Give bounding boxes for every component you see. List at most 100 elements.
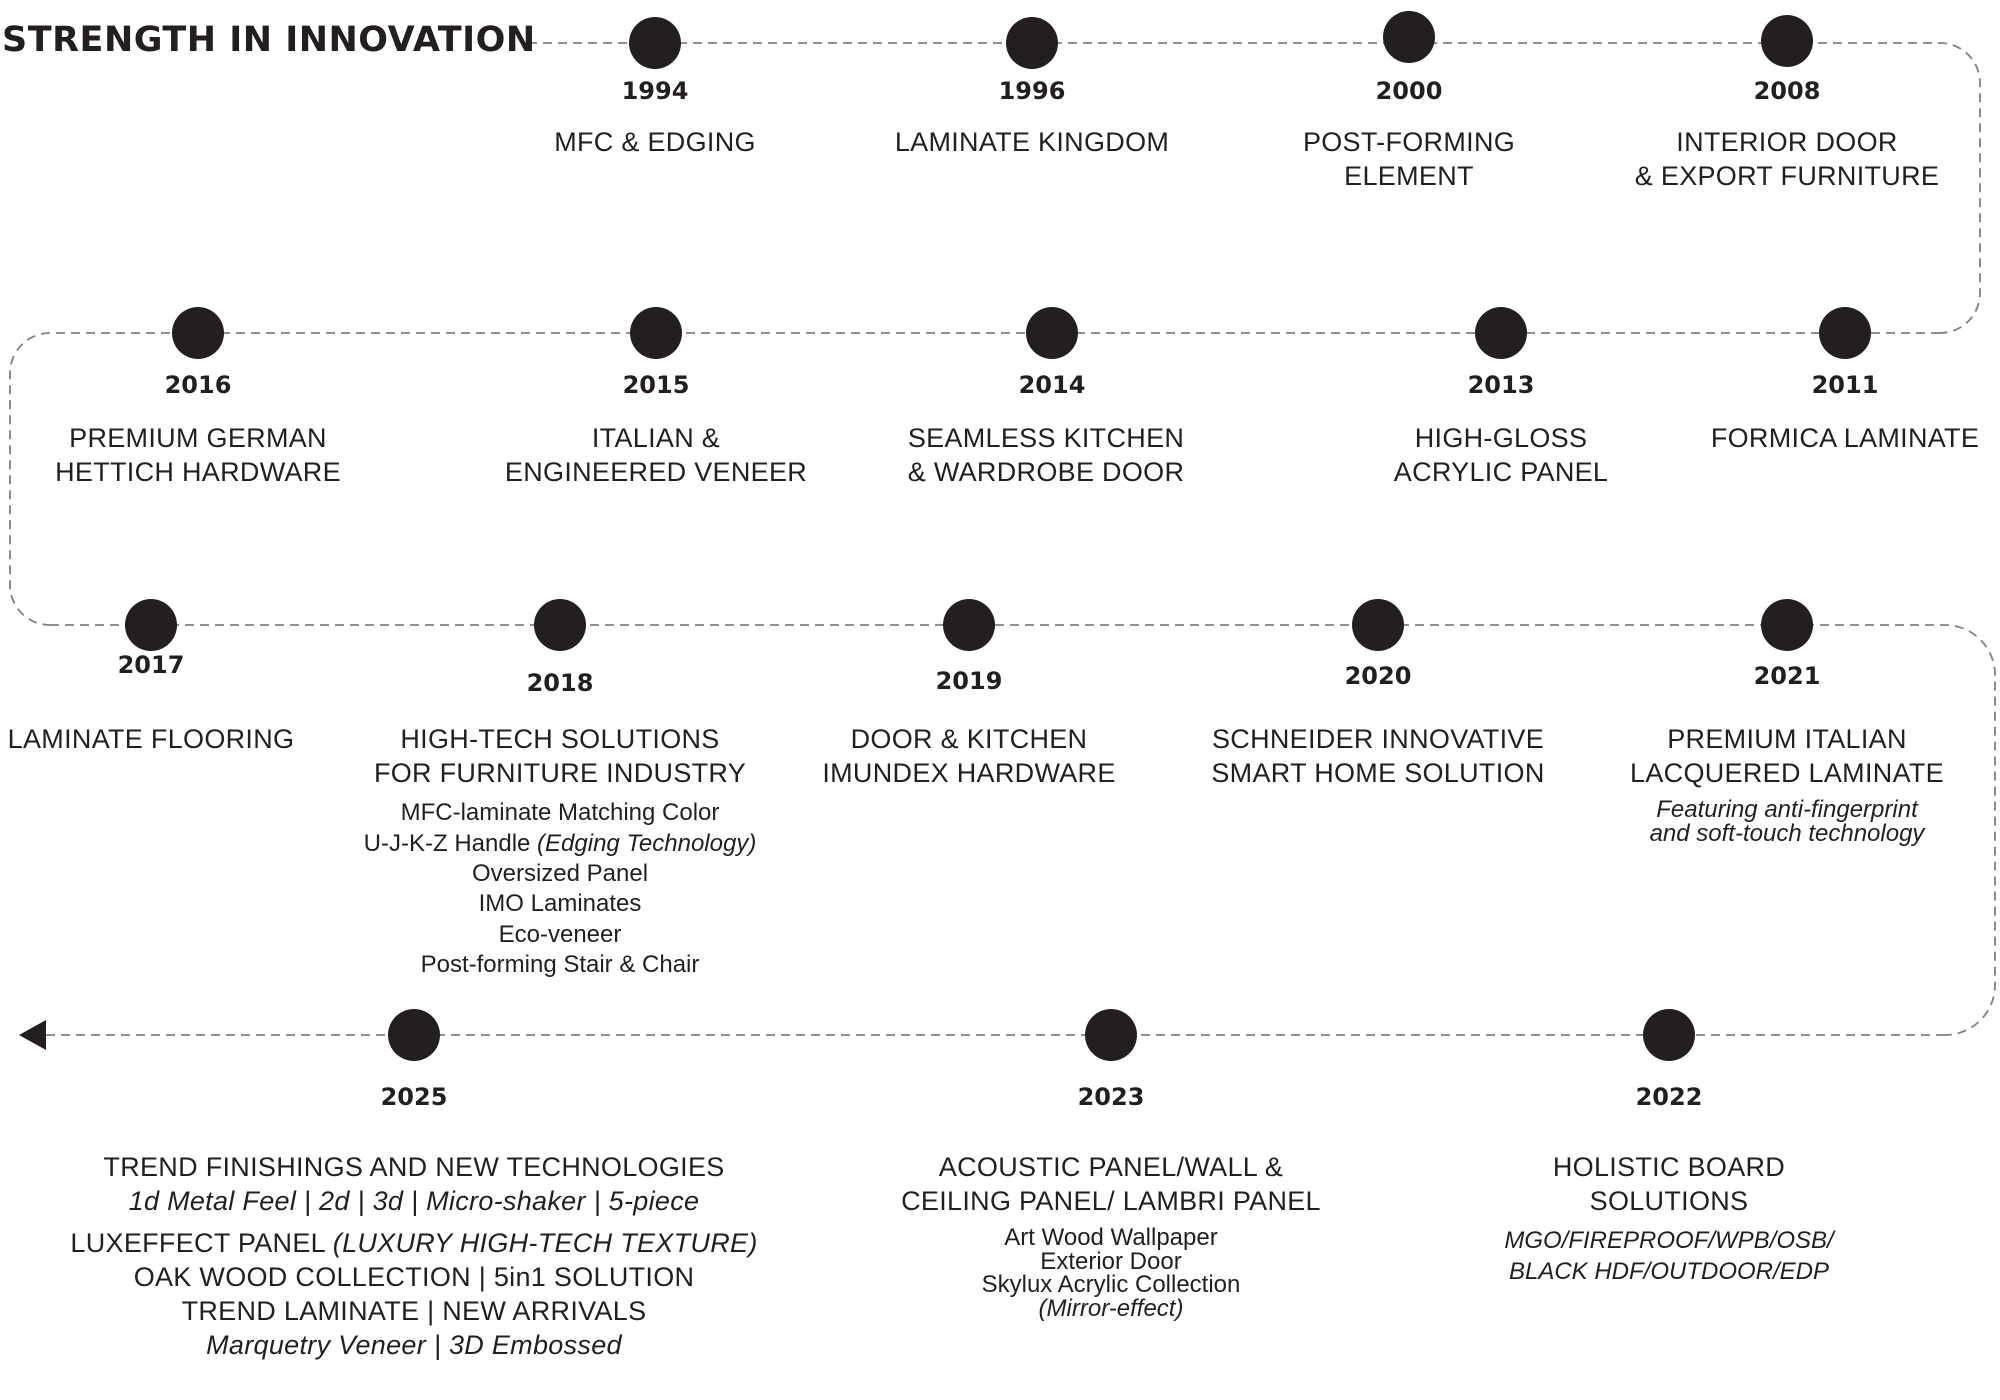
detail-line: Eco-veneer [498, 920, 622, 948]
timeline-node-2021 [1761, 599, 1813, 651]
milestone-label: HIGH-GLOSS [1414, 423, 1588, 453]
year-2022: 2022 [1635, 1083, 1703, 1111]
milestone-label: CEILING PANEL/ LAMBRI PANEL [901, 1186, 1321, 1217]
milestone-label: ACOUSTIC PANEL/WALL & [938, 1152, 1284, 1182]
detail-text: U-J-K-Z Handle [363, 829, 531, 857]
year-2014: 2014 [1018, 371, 1086, 399]
year-2000: 2000 [1375, 77, 1443, 105]
detail-line: Exterior Door [1040, 1247, 1182, 1275]
year-2008: 2008 [1753, 77, 1821, 105]
timeline-arrowhead [19, 1020, 46, 1050]
detail-line: OAK WOOD COLLECTION | 5in1 SOLUTION [133, 1262, 695, 1293]
year-2017: 2017 [117, 651, 185, 679]
milestone-label: ENGINEERED VENEER [504, 457, 808, 488]
milestone-2013: HIGH-GLOSS ACRYLIC PANEL [1394, 421, 1608, 489]
year-2013: 2013 [1467, 371, 1535, 399]
detail-line: Featuring anti-fingerprint [1656, 796, 1918, 824]
detail-line: Marquetry Veneer | 3D Embossed [206, 1330, 622, 1361]
milestone-2000: POST-FORMING ELEMENT [1303, 125, 1515, 193]
timeline-node-2017 [125, 599, 177, 651]
detail-note: (LUXURY HIGH-TECH TEXTURE) [332, 1228, 758, 1259]
milestone-2014: SEAMLESS KITCHEN & WARDROBE DOOR [908, 421, 1185, 489]
milestone-label: TREND FINISHINGS AND NEW TECHNOLOGIES [103, 1152, 725, 1182]
milestone-label: SOLUTIONS [1589, 1186, 1749, 1217]
detail-text: LUXEFFECT PANEL [70, 1228, 325, 1259]
timeline-row-3 [50, 624, 1996, 1036]
timeline-node-2014 [1026, 307, 1078, 359]
milestone-label: FOR FURNITURE INDUSTRY [373, 758, 747, 789]
milestone-label: HOLISTIC BOARD [1552, 1152, 1786, 1182]
milestone-label: HIGH-TECH SOLUTIONS [400, 724, 720, 754]
milestone-2025: TREND FINISHINGS AND NEW TECHNOLOGIES 1d… [70, 1150, 757, 1362]
milestone-label: PREMIUM GERMAN [69, 423, 327, 453]
timeline-node-2025 [388, 1009, 440, 1061]
year-1996: 1996 [998, 77, 1066, 105]
detail-line: U-J-K-Z Handle (Edging Technology) [364, 829, 757, 859]
milestone-2016: PREMIUM GERMAN HETTICH HARDWARE [55, 421, 341, 489]
year-2020: 2020 [1344, 662, 1412, 690]
detail-line: Skylux Acrylic Collection [981, 1271, 1241, 1299]
detail-note: (Edging Technology) [537, 829, 757, 857]
milestone-label: SMART HOME SOLUTION [1211, 758, 1545, 789]
milestone-label: & EXPORT FURNITURE [1634, 161, 1940, 192]
year-2019: 2019 [935, 667, 1003, 695]
milestone-label: PREMIUM ITALIAN [1667, 724, 1907, 754]
timeline-node-2013 [1475, 307, 1527, 359]
timeline-node-2023 [1085, 1009, 1137, 1061]
milestone-label: SCHNEIDER INNOVATIVE [1211, 724, 1545, 754]
year-2025: 2025 [380, 1083, 448, 1111]
timeline-node-2020 [1352, 599, 1404, 651]
timeline-node-2019 [943, 599, 995, 651]
detail-line: Oversized Panel [471, 859, 649, 887]
milestone-label: INTERIOR DOOR [1676, 127, 1898, 157]
milestone-2020: SCHNEIDER INNOVATIVE SMART HOME SOLUTION [1211, 722, 1544, 790]
detail-line: TREND LAMINATE | NEW ARRIVALS [181, 1296, 647, 1327]
milestone-2021: PREMIUM ITALIAN LACQUERED LAMINATE Featu… [1630, 722, 1944, 845]
detail-line: Art Wood Wallpaper [1004, 1224, 1218, 1252]
milestone-2011: FORMICA LAMINATE [1711, 421, 1979, 455]
timeline-node-2018 [534, 599, 586, 651]
milestone-2022: HOLISTIC BOARD SOLUTIONS MGO/FIREPROOF/W… [1504, 1150, 1833, 1287]
timeline-node-1996 [1006, 17, 1058, 69]
milestone-2015: ITALIAN & ENGINEERED VENEER [505, 421, 807, 489]
timeline-node-1994 [629, 17, 681, 69]
milestone-label: LACQUERED LAMINATE [1630, 758, 1944, 789]
milestone-2008: INTERIOR DOOR & EXPORT FURNITURE [1635, 125, 1939, 193]
milestone-2019: DOOR & KITCHEN IMUNDEX HARDWARE [822, 722, 1115, 790]
detail-line: LUXEFFECT PANEL (LUXURY HIGH-TECH TEXTUR… [70, 1226, 757, 1260]
milestone-label: ITALIAN & [591, 423, 721, 453]
milestone-label: DOOR & KITCHEN [850, 724, 1088, 754]
detail-line: (Mirror-effect) [1038, 1294, 1184, 1322]
detail-line: Post-forming Stair & Chair [420, 951, 700, 979]
milestone-1994: MFC & EDGING [554, 125, 756, 159]
timeline-row-2 [9, 332, 1940, 626]
detail-line: and soft-touch technology [1649, 819, 1925, 847]
milestone-label: LAMINATE KINGDOM [894, 127, 1170, 157]
milestone-2023: ACOUSTIC PANEL/WALL & CEILING PANEL/ LAM… [901, 1150, 1321, 1320]
detail-line: BLACK HDF/OUTDOOR/EDP [1508, 1257, 1830, 1285]
milestone-2018: HIGH-TECH SOLUTIONS FOR FURNITURE INDUST… [364, 722, 757, 981]
timeline-node-2011 [1819, 307, 1871, 359]
milestone-label: ELEMENT [1344, 161, 1474, 192]
milestone-label: SEAMLESS KITCHEN [907, 423, 1185, 453]
year-2021: 2021 [1753, 662, 1821, 690]
detail-line: IMO Laminates [478, 890, 642, 918]
timeline-node-2015 [630, 307, 682, 359]
milestone-label: IMUNDEX HARDWARE [822, 758, 1116, 789]
year-2016: 2016 [164, 371, 232, 399]
year-1994: 1994 [621, 77, 689, 105]
year-2023: 2023 [1077, 1083, 1145, 1111]
timeline-node-2022 [1643, 1009, 1695, 1061]
timeline-node-2000 [1383, 11, 1435, 63]
milestone-label: ACRYLIC PANEL [1393, 457, 1609, 488]
milestone-1996: LAMINATE KINGDOM [895, 125, 1169, 159]
milestone-label: & WARDROBE DOOR [907, 457, 1185, 488]
detail-line: MFC-laminate Matching Color [400, 799, 720, 827]
detail-line: MGO/FIREPROOF/WPB/OSB/ [1504, 1227, 1834, 1255]
year-2011: 2011 [1811, 371, 1879, 399]
milestone-2017: LAMINATE FLOORING [8, 722, 295, 756]
milestone-label: POST-FORMING [1302, 127, 1516, 157]
timeline-node-2016 [172, 307, 224, 359]
timeline-node-2008 [1761, 15, 1813, 67]
